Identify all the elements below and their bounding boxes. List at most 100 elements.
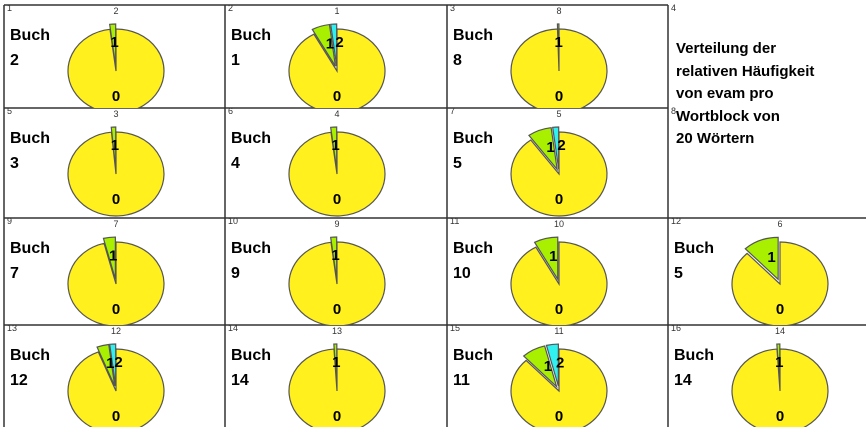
slice-label: 1 bbox=[546, 139, 554, 156]
pie-slice-0 bbox=[731, 241, 829, 325]
slice-label: 1 bbox=[326, 36, 334, 53]
pie-slice-1 bbox=[311, 23, 337, 67]
title-line: relativen Häufigkeit bbox=[676, 62, 815, 80]
pie-number: 2 bbox=[113, 6, 118, 16]
book-word: Buch bbox=[674, 347, 714, 364]
pie-slice-0 bbox=[510, 28, 608, 108]
chart-title: Verteilung der relativen Häufigkeit von … bbox=[676, 38, 814, 151]
slice-label: 0 bbox=[112, 88, 120, 105]
book-word: Buch bbox=[10, 347, 50, 364]
pie-slice-0 bbox=[510, 241, 608, 325]
pie-cell: 8 bbox=[668, 106, 866, 218]
cell-number: 12 bbox=[671, 216, 682, 226]
pie-number: 7 bbox=[113, 219, 118, 229]
book-label: Buch 7 bbox=[10, 236, 50, 286]
pie-number: 10 bbox=[554, 219, 564, 229]
pie-slice-0 bbox=[67, 131, 165, 217]
cell-number: 10 bbox=[228, 216, 239, 226]
book-word: Buch bbox=[231, 347, 271, 364]
pie-number: 5 bbox=[556, 109, 561, 119]
slice-label: 1 bbox=[554, 34, 562, 51]
slice-label: 2 bbox=[557, 137, 565, 154]
pie-slice-1 bbox=[528, 127, 559, 172]
pie-slice-0 bbox=[510, 131, 608, 217]
cell-number: 8 bbox=[671, 106, 677, 116]
book-number: 7 bbox=[10, 265, 19, 282]
pie-chart: 610 bbox=[731, 219, 829, 325]
title-line: Wortblock von bbox=[676, 107, 780, 125]
slice-label: 2 bbox=[556, 354, 564, 371]
pie-slice-2 bbox=[108, 343, 117, 387]
slice-label: 1 bbox=[111, 137, 119, 154]
pie-chart: 8 1 0 bbox=[510, 6, 608, 108]
cell-number: 1 bbox=[7, 3, 13, 13]
pie-slice-1 bbox=[533, 236, 559, 282]
slice-label: 0 bbox=[555, 191, 563, 208]
title-line: 20 Wörtern bbox=[676, 130, 755, 147]
slice-label: 0 bbox=[112, 408, 120, 425]
pie-number: 14 bbox=[775, 326, 785, 336]
slice-label: 0 bbox=[555, 88, 563, 105]
pie-number: 12 bbox=[111, 326, 121, 336]
slice-label: 0 bbox=[112, 301, 120, 318]
cell-number: 14 bbox=[228, 323, 239, 333]
book-word: Buch bbox=[453, 130, 493, 147]
pie-chart: 410 bbox=[288, 109, 386, 217]
cell-number: 16 bbox=[671, 323, 682, 333]
pie-chart: 710 bbox=[67, 219, 165, 325]
slice-label: 1 bbox=[775, 354, 783, 371]
cell-number: 2 bbox=[228, 3, 234, 13]
book-number: 3 bbox=[10, 155, 19, 172]
book-number: 5 bbox=[674, 265, 683, 282]
slice-label: 0 bbox=[112, 191, 120, 208]
slice-label: 0 bbox=[333, 191, 341, 208]
pie-number: 11 bbox=[554, 326, 563, 336]
pie-number: 8 bbox=[556, 6, 561, 16]
slice-label: 1 bbox=[332, 354, 340, 371]
title-line: von evam pro bbox=[676, 85, 774, 102]
pie-cell: 4 bbox=[668, 3, 866, 108]
book-word: Buch bbox=[10, 240, 50, 257]
cell-number: 6 bbox=[228, 106, 234, 116]
slice-label: 0 bbox=[333, 301, 341, 318]
pie-slice-2 bbox=[329, 23, 338, 67]
book-number: 8 bbox=[453, 52, 462, 69]
slice-label: 0 bbox=[555, 408, 563, 425]
pie-slice-1 bbox=[102, 236, 116, 280]
pie-chart: 210 bbox=[67, 6, 165, 108]
slice-label: 2 bbox=[335, 34, 343, 51]
cell-number: 15 bbox=[450, 323, 461, 333]
pie-slice-1 bbox=[744, 236, 779, 281]
cell-number: 13 bbox=[7, 323, 18, 333]
pie-slice-1 bbox=[522, 345, 558, 389]
pie-slice-0 bbox=[288, 28, 386, 108]
slice-label: 0 bbox=[776, 301, 784, 318]
cell-number: 4 bbox=[671, 3, 677, 13]
cell-number: 7 bbox=[450, 106, 456, 116]
pie-slice-0 bbox=[288, 131, 386, 217]
